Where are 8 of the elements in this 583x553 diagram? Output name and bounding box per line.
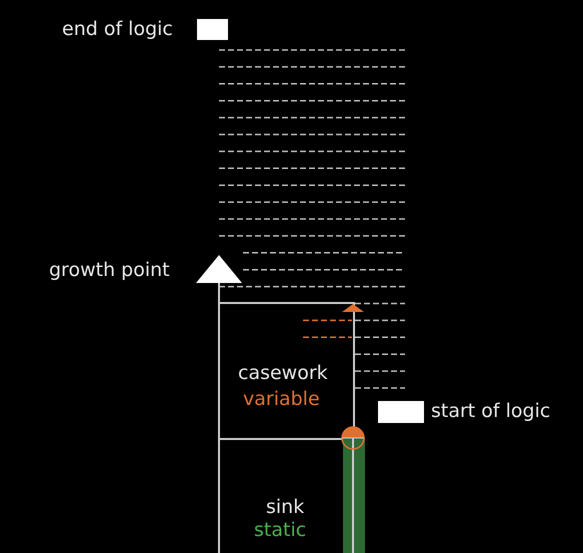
legend-label: end of logic [62, 18, 173, 40]
growth-point-label: growth point [49, 259, 170, 281]
legend-label: start of logic [431, 400, 550, 422]
casework-label: casework [238, 362, 328, 384]
sink-box [218, 438, 365, 553]
variable-label: variable [243, 388, 320, 410]
sink-label: sink [266, 496, 304, 518]
static-label: static [254, 519, 306, 541]
